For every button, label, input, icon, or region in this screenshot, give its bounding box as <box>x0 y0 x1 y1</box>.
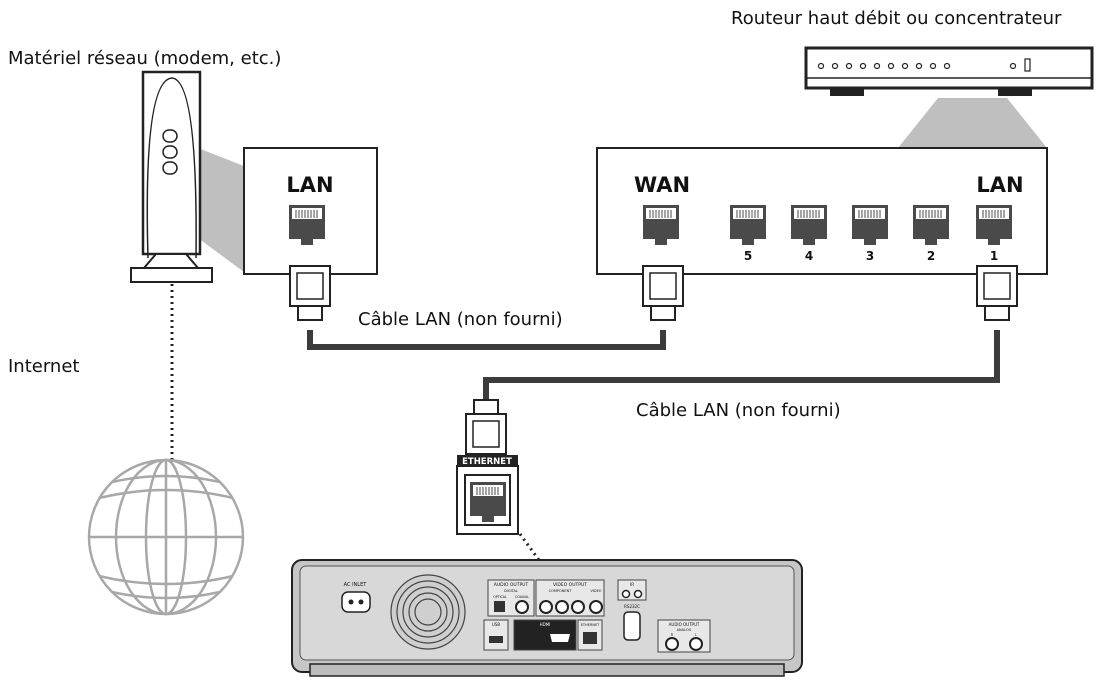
ethernet-callout-label: ETHERNET <box>462 457 512 467</box>
cooling-fan <box>390 574 466 650</box>
router-wan-label: WAN <box>634 173 690 197</box>
player-link-dotted <box>518 533 592 631</box>
analog-audio-output-label: AUDIO OUTPUT <box>669 622 700 627</box>
lan-plug-router-lan1 <box>976 265 1018 321</box>
rs232c-label: RS232C <box>624 604 640 609</box>
router-title-label: Routeur haut débit ou concentrateur <box>731 8 1062 29</box>
modem-lan-label: LAN <box>286 173 333 197</box>
lan-plug-router-wan <box>642 265 684 321</box>
router-port-number: 2 <box>927 249 935 263</box>
lan-cable-modem-router <box>307 330 666 350</box>
rear-ethernet-label: ETHERNET <box>581 623 600 627</box>
usb-label: USB <box>492 622 500 627</box>
ac-inlet <box>341 591 371 613</box>
router-lan-label: LAN <box>976 173 1023 197</box>
globe-icon <box>87 458 245 616</box>
modem-panel: LAN <box>243 147 378 275</box>
r-label: R <box>671 633 674 637</box>
lan-cable-label-top: Câble LAN (non fourni) <box>358 309 563 330</box>
lan-cable-label-bottom: Câble LAN (non fourni) <box>636 400 841 421</box>
ir-label: IR <box>630 582 634 587</box>
component-label: COMPONENT <box>549 589 573 593</box>
coaxial-label: COAXIAL <box>515 595 529 599</box>
player-ethernet-callout: ETHERNET <box>456 455 519 535</box>
router-lan-port-1 <box>975 204 1013 246</box>
lan-plug-modem <box>289 265 331 321</box>
router-port-number: 3 <box>866 249 874 263</box>
router-panel: WAN LAN 5 4 3 2 1 <box>596 147 1048 275</box>
router-port-number: 5 <box>744 249 752 263</box>
router-lan-port-5 <box>729 204 767 246</box>
router-lan-port-2 <box>912 204 950 246</box>
router-port-number: 4 <box>805 249 813 263</box>
router-device <box>804 46 1094 148</box>
internet-label: Internet <box>8 356 80 377</box>
video-label: VIDEO <box>590 589 601 593</box>
player-rear-panel: AC INLET AUDIO OUTPUT DIGITAL OPTICAL CO… <box>291 559 803 677</box>
optical-label: OPTICAL <box>493 595 507 599</box>
ac-inlet-label: AC INLET <box>344 582 368 588</box>
video-output-label: VIDEO OUTPUT <box>553 582 587 588</box>
digital-label: DIGITAL <box>504 589 518 593</box>
modem-lan-port <box>288 204 326 246</box>
lan-plug-player <box>465 399 507 455</box>
hdmi-label: HDMI <box>540 622 551 627</box>
analog-label: ANALOG <box>677 628 692 632</box>
l-label: L <box>695 633 697 637</box>
router-lan-port-4 <box>790 204 828 246</box>
router-port-number: 1 <box>990 249 998 263</box>
modem-device <box>130 70 244 283</box>
audio-output-label: AUDIO OUTPUT <box>494 582 529 588</box>
router-wan-port <box>642 204 680 246</box>
lan-cable-router-player <box>483 330 1000 400</box>
router-lan-port-3 <box>851 204 889 246</box>
modem-title-label: Matériel réseau (modem, etc.) <box>8 48 282 69</box>
